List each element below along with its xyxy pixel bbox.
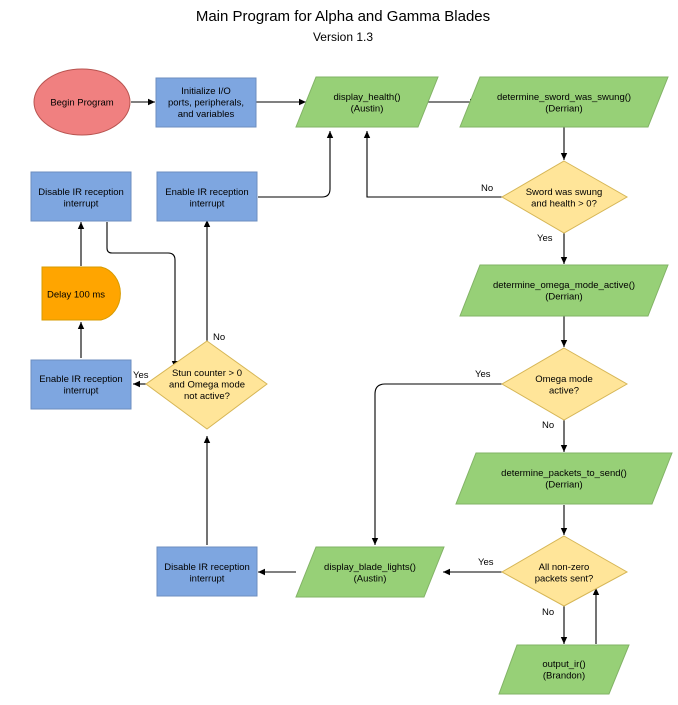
node-text-line: and variables bbox=[178, 109, 235, 120]
diagram-subtitle: Version 1.3 bbox=[313, 30, 373, 44]
decision-sword-swung bbox=[501, 160, 629, 234]
edge-label-packets-no: No bbox=[542, 607, 554, 618]
edge-label-omega-no: No bbox=[542, 420, 554, 431]
node-text-line: (Derrian) bbox=[545, 291, 582, 302]
packets-to-send-io bbox=[455, 452, 673, 505]
node-text-line: active? bbox=[549, 385, 579, 396]
node-text-line: and health > 0? bbox=[531, 198, 597, 209]
output-ir-io bbox=[498, 644, 630, 695]
decision-stun-counter bbox=[145, 340, 268, 430]
node-text-line: display_health() bbox=[333, 92, 400, 103]
delay-label: Delay 100 ms bbox=[47, 290, 105, 301]
node-text-line: (Brandon) bbox=[543, 670, 585, 681]
node-text-line: interrupt bbox=[190, 573, 225, 584]
node-text-line: packets sent? bbox=[535, 573, 594, 584]
node-text-line: interrupt bbox=[190, 198, 225, 209]
node-text-line: display_blade_lights() bbox=[324, 562, 416, 573]
edge-disable-ir-top-to-stun-decision bbox=[106, 222, 179, 368]
node-text-line: (Austin) bbox=[351, 103, 384, 114]
diagram-title: Main Program for Alpha and Gamma Blades bbox=[196, 8, 490, 25]
node-text-line: determine_omega_mode_active() bbox=[493, 280, 635, 291]
edge-label-stun-yes: Yes bbox=[133, 370, 149, 381]
node-text-line: Omega mode bbox=[535, 374, 593, 385]
edge-labels: No Yes Yes No Yes No No Yes bbox=[133, 183, 554, 618]
node-text-line: (Austin) bbox=[354, 573, 387, 584]
node-text-line: Enable IR reception bbox=[165, 187, 248, 198]
omega-mode-active-io bbox=[459, 264, 669, 317]
node-text-line: and Omega mode bbox=[169, 380, 245, 391]
edge-swung-no-to-display-health bbox=[363, 131, 502, 198]
node-text-line: ports, peripherals, bbox=[168, 98, 244, 109]
node-text-line: Stun counter > 0 bbox=[172, 368, 242, 379]
edge-omega-yes-to-blade-lights bbox=[371, 383, 502, 545]
sword-was-swung-io bbox=[459, 76, 669, 128]
node-text-line: All non-zero bbox=[539, 562, 590, 573]
node-text-line: Disable IR reception bbox=[38, 187, 124, 198]
begin-program-label: Begin Program bbox=[50, 98, 113, 109]
node-text-line: interrupt bbox=[64, 198, 99, 209]
edge-label-stun-no: No bbox=[213, 332, 225, 343]
node-text-line: interrupt bbox=[64, 385, 99, 396]
enable-ir-top-process bbox=[156, 171, 258, 222]
edge-label-omega-yes: Yes bbox=[475, 369, 491, 380]
disable-ir-top-process bbox=[30, 171, 132, 222]
edge-enable-ir-to-display-health bbox=[258, 131, 334, 198]
enable-ir-left-process bbox=[30, 359, 132, 410]
output-ir-label: output_ir()(Brandon) bbox=[542, 659, 585, 682]
edges bbox=[77, 98, 600, 644]
decision-omega-mode bbox=[501, 347, 629, 421]
blade-lights-io bbox=[295, 546, 445, 598]
sword-was-swung-label: determine_sword_was_swung()(Derrian) bbox=[497, 92, 631, 115]
node-text-line: Enable IR reception bbox=[39, 374, 122, 385]
node-text-line: determine_packets_to_send() bbox=[501, 468, 627, 479]
omega-mode-active-label: determine_omega_mode_active()(Derrian) bbox=[493, 280, 635, 303]
packets-to-send-label: determine_packets_to_send()(Derrian) bbox=[501, 468, 627, 491]
delay-shape bbox=[41, 266, 121, 321]
begin-program-terminator bbox=[33, 68, 131, 136]
node-text-line: Disable IR reception bbox=[164, 562, 250, 573]
node-text-line: Initialize I/O bbox=[181, 86, 231, 97]
node-text-line: Begin Program bbox=[50, 98, 113, 109]
decision-packets-sent bbox=[500, 535, 629, 607]
node-text-line: not active? bbox=[184, 391, 230, 402]
edge-label-swung-yes: Yes bbox=[537, 233, 553, 244]
edge-label-packets-yes: Yes bbox=[478, 557, 494, 568]
initialize-process bbox=[155, 77, 257, 128]
display-health-label: display_health()(Austin) bbox=[333, 92, 400, 115]
node-text-line: determine_sword_was_swung() bbox=[497, 92, 631, 103]
node-text-line: (Derrian) bbox=[545, 103, 582, 114]
node-text-line: Delay 100 ms bbox=[47, 290, 105, 301]
node-text-line: (Derrian) bbox=[545, 479, 582, 490]
blade-lights-label: display_blade_lights()(Austin) bbox=[324, 562, 416, 585]
edge-label-swung-no: No bbox=[481, 183, 493, 194]
node-text-line: output_ir() bbox=[542, 659, 585, 670]
disable-ir-bottom-process bbox=[156, 546, 258, 597]
node-text-line: Sword was swung bbox=[526, 187, 603, 198]
display-health-io bbox=[295, 76, 439, 128]
